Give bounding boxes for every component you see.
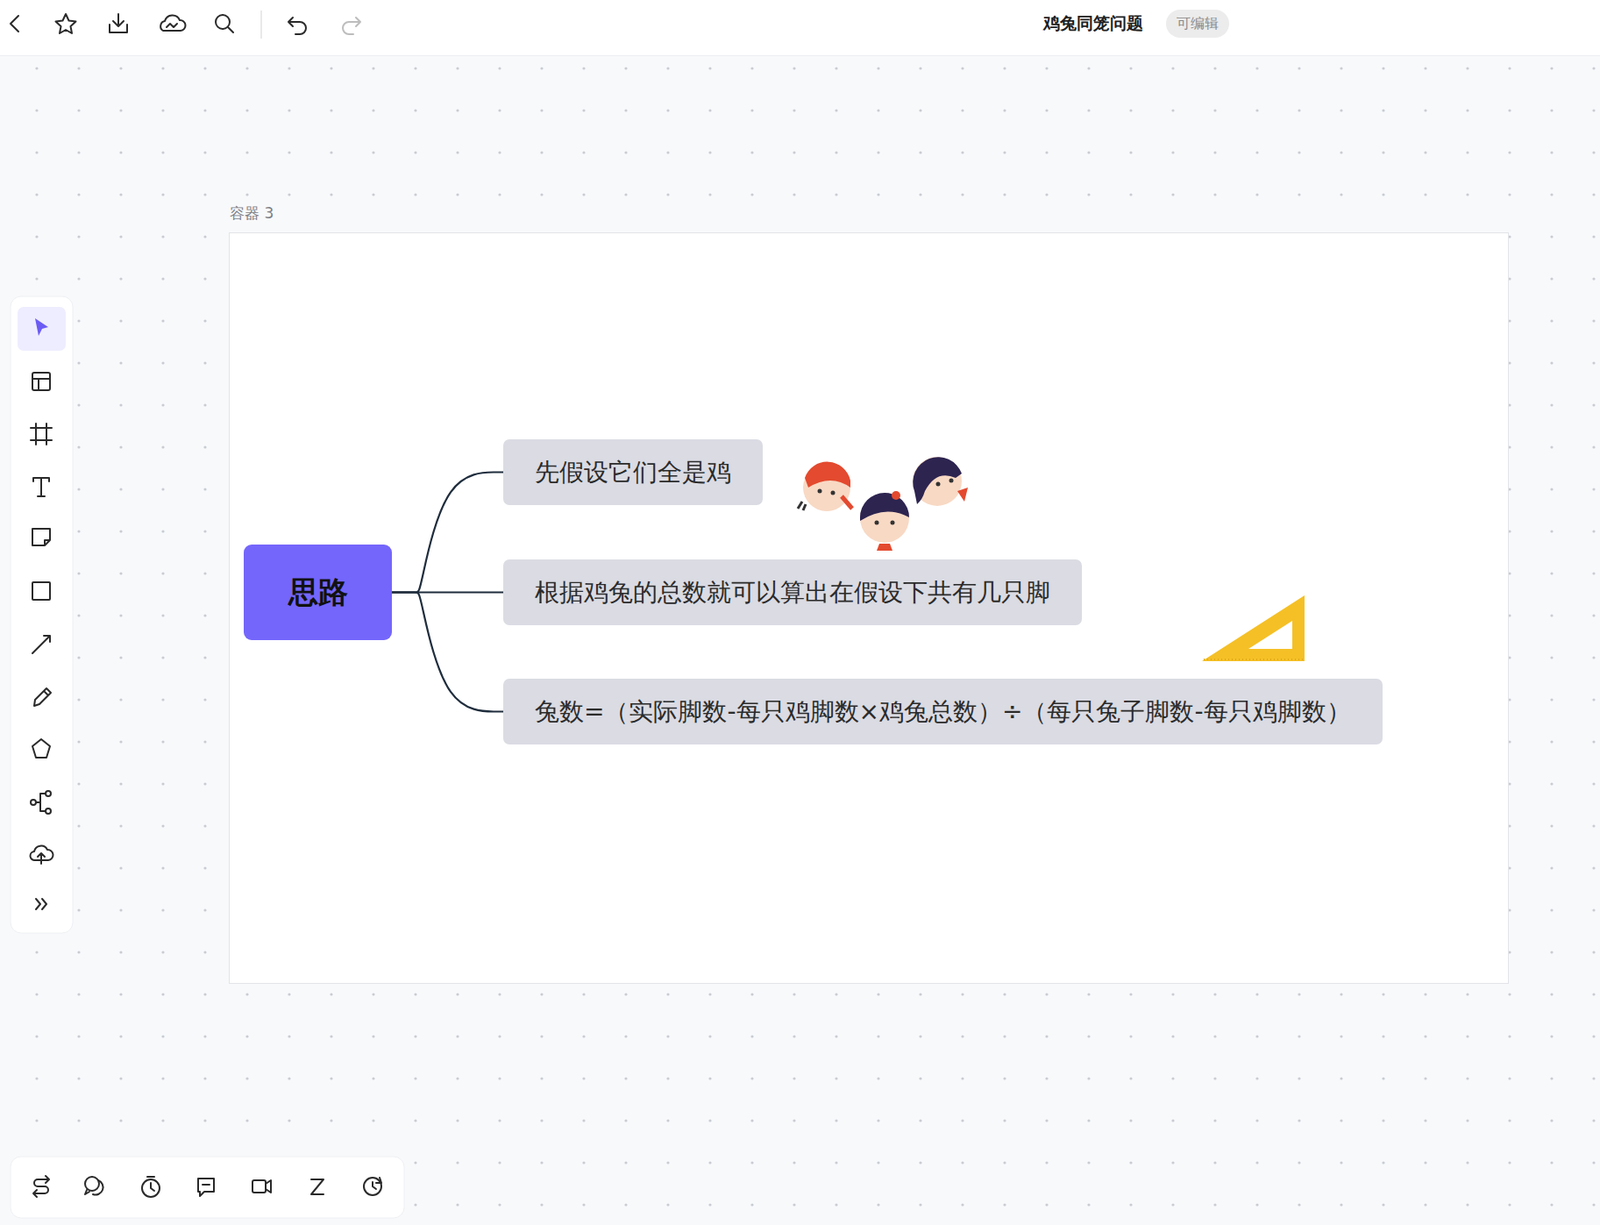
left-tools (29, 372, 53, 910)
edit-status-badge: 可编辑 (1166, 9, 1230, 38)
subtopic-box: 根据鸡兔的总数就可以算出在假设下共有几只脚 (503, 559, 1082, 626)
set-square (1201, 595, 1305, 662)
children-illustration (797, 456, 968, 551)
document-title: 鸡兔同笼问题 (1043, 12, 1144, 36)
search-handle (227, 27, 234, 33)
node-label: 根据鸡兔的总数就可以算出在假设下共有几只脚 (534, 576, 1051, 610)
container-ground (228, 232, 1509, 984)
star-icon (56, 14, 77, 34)
download-icon (109, 14, 128, 33)
top-bar-border (0, 55, 1600, 57)
node-label: 思路 (288, 572, 349, 613)
subtopic-box: 兔数=（实际脚数-每只鸡脚数×鸡兔总数）÷（每只兔子脚数-每只鸡脚数） (503, 678, 1383, 745)
node-label: 兔数=（实际脚数-每只鸡脚数×鸡兔总数）÷（每只兔子脚数-每只鸡脚数） (534, 695, 1352, 729)
redo-icon (342, 17, 361, 35)
bottom-toolbar (10, 1156, 405, 1218)
back-icon (10, 15, 19, 32)
subtopic-box: 先假设它们全是鸡 (503, 439, 763, 505)
container-heading: 容器 3 (229, 203, 274, 224)
mindmap-connector (391, 472, 504, 593)
selected-tool-bg (17, 306, 66, 351)
undo-icon (288, 17, 306, 35)
bottom-tools (33, 1175, 382, 1197)
mindmap-connector (391, 592, 504, 712)
root-topic: 思路 (243, 544, 392, 640)
toolbar-divider (260, 10, 263, 39)
top-icons (10, 14, 361, 35)
top-bar (0, 0, 1600, 56)
node-label: 先假设它们全是鸡 (534, 455, 732, 490)
frame-container: 容器 3思路先假设它们全是鸡根据鸡兔的总数就可以算出在假设下共有几只脚兔数=（实… (228, 232, 1509, 984)
left-toolbar (10, 296, 73, 933)
cloud-icon (160, 14, 185, 31)
select-tool-icon (35, 318, 49, 336)
